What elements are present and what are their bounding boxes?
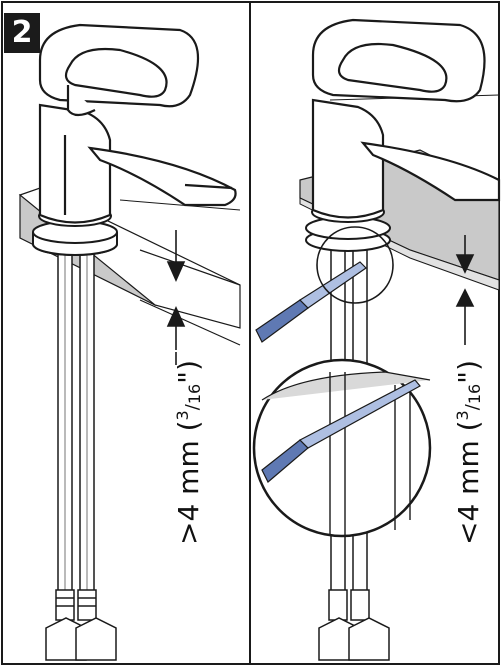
- dimension-arrows-left: [166, 230, 186, 365]
- magnified-detail: [252, 358, 432, 538]
- hose-fittings: [45, 589, 117, 661]
- dimension-prefix: <4 mm (: [452, 420, 485, 545]
- fraction-numerator: 3: [453, 410, 472, 421]
- screwdriver-tool: [255, 261, 367, 343]
- fraction-denominator: 16: [185, 383, 204, 405]
- supply-hoses: [57, 249, 95, 596]
- right-panel: [252, 18, 501, 661]
- faucet-body-right: [311, 18, 501, 219]
- dimension-arrows-right: [455, 235, 475, 345]
- fraction-denominator: 16: [465, 383, 484, 405]
- fraction-numerator: 3: [173, 410, 192, 421]
- faucet-body: [38, 23, 237, 224]
- dimension-suffix: "): [452, 360, 485, 384]
- dimension-suffix: "): [172, 360, 205, 384]
- dimension-label-right: <4 mm (3/16"): [452, 360, 485, 545]
- left-panel: [18, 23, 241, 661]
- hose-fittings-right: [318, 589, 390, 661]
- step-number-badge: 2: [4, 13, 40, 53]
- dimension-label-left: >4 mm (3/16"): [172, 360, 205, 545]
- dimension-prefix: >4 mm (: [172, 420, 205, 545]
- detail-marker-circle: [316, 226, 394, 304]
